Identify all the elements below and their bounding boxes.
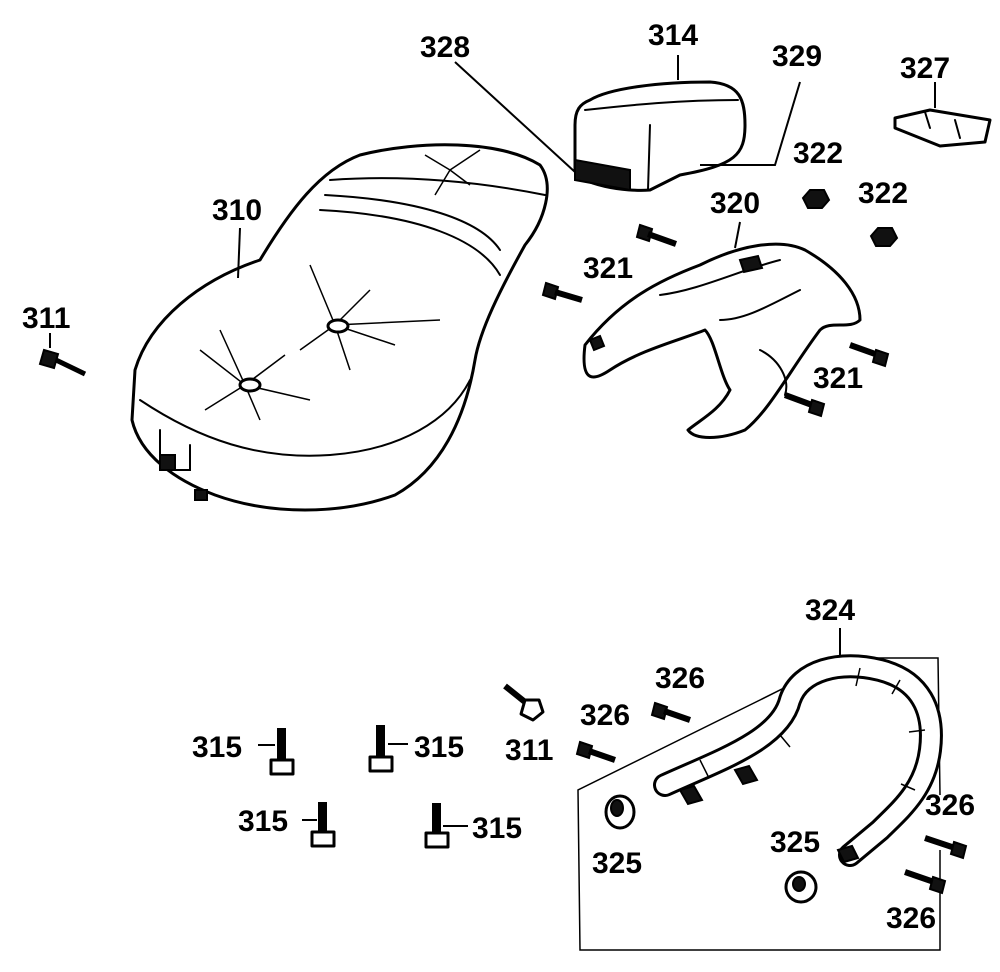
screw-315-b	[368, 725, 408, 773]
callout-328: 328	[420, 31, 470, 64]
callout-321-a: 321	[583, 252, 633, 285]
bolt-311-upper	[38, 333, 87, 377]
callout-321-b: 321	[813, 362, 863, 395]
bolt-311-lower	[503, 683, 545, 722]
bolt-326-b	[575, 740, 616, 763]
rear-bracket-320	[582, 221, 862, 439]
callout-326-c: 326	[925, 789, 975, 822]
bolt-321-b	[541, 281, 583, 303]
callout-326-d: 326	[886, 902, 936, 935]
nut-322-b	[869, 227, 899, 247]
callout-315-d: 315	[472, 812, 522, 845]
callout-314: 314	[648, 19, 698, 52]
bolt-326-c	[924, 835, 968, 860]
leader-328	[454, 61, 576, 173]
callout-311-upper: 311	[22, 302, 70, 335]
callout-310: 310	[212, 194, 262, 227]
callout-324: 324	[805, 594, 855, 627]
callout-311-lower: 311	[505, 734, 553, 767]
callout-329: 329	[772, 40, 822, 73]
callout-315-a: 315	[192, 731, 242, 764]
bolt-326-d	[904, 869, 947, 895]
clip-327	[893, 82, 992, 148]
callout-325-b: 325	[770, 826, 820, 859]
bolt-321-d	[783, 392, 826, 418]
callout-327: 327	[900, 52, 950, 85]
bolt-326-a	[650, 701, 691, 723]
screw-315-a	[258, 728, 295, 776]
callout-326-a: 326	[655, 662, 705, 695]
bolt-321-c	[848, 342, 890, 368]
screw-315-c	[302, 802, 336, 848]
callout-322-a: 322	[793, 137, 843, 170]
seat-310	[130, 143, 549, 512]
grab-rail-324	[577, 628, 943, 951]
callout-315-c: 315	[238, 805, 288, 838]
callout-320: 320	[710, 187, 760, 220]
callout-315-b: 315	[414, 731, 464, 764]
leader-329	[700, 81, 801, 166]
backrest-pad-314	[573, 55, 747, 192]
nut-322-a	[801, 189, 831, 209]
bushing-325-a	[604, 794, 636, 830]
bushing-325-b	[784, 870, 818, 904]
callout-326-b: 326	[580, 699, 630, 732]
bolt-321-a	[635, 223, 678, 247]
callout-322-b: 322	[858, 177, 908, 210]
screw-315-d	[424, 803, 468, 849]
callout-325-a: 325	[592, 847, 642, 880]
